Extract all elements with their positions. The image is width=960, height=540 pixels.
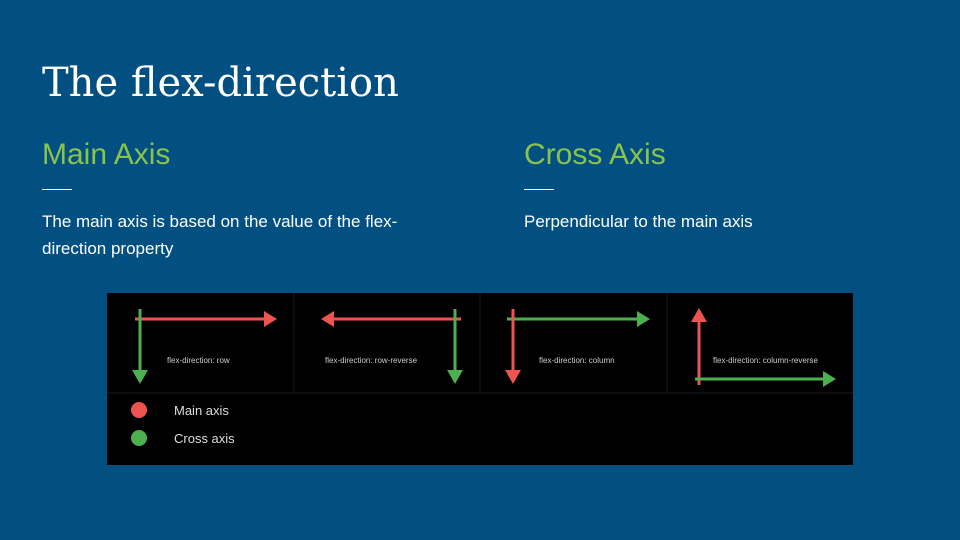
- main-axis-section: Main Axis The main axis is based on the …: [42, 136, 442, 262]
- main-axis-arrowhead: [321, 311, 334, 327]
- main-axis-description: The main axis is based on the value of t…: [42, 212, 398, 258]
- cross-axis-section: Cross Axis Perpendicular to the main axi…: [524, 136, 924, 235]
- flex-direction-diagram-svg: flex-direction: row flex-direction: row-…: [107, 293, 853, 446]
- panel-label: flex-direction: column-reverse: [713, 356, 818, 365]
- cross-axis-arrowhead: [823, 371, 836, 387]
- cross-axis-heading: Cross Axis: [524, 138, 666, 171]
- panel-column: flex-direction: column: [505, 309, 650, 384]
- flex-direction-diagram: flex-direction: row flex-direction: row-…: [107, 293, 853, 465]
- legend-swatch-main-axis: [131, 402, 147, 418]
- legend-label-main-axis: Main axis: [174, 403, 229, 418]
- panel-column-reverse: flex-direction: column-reverse: [691, 308, 836, 387]
- cross-axis-arrowhead: [637, 311, 650, 327]
- cross-axis-arrowhead: [447, 370, 463, 384]
- panel-row-reverse: flex-direction: row-reverse: [321, 309, 463, 384]
- cross-axis-arrowhead: [132, 370, 148, 384]
- main-axis-arrowhead: [691, 308, 707, 322]
- main-axis-divider: [42, 189, 72, 190]
- slide-title: The flex-direction: [42, 60, 399, 106]
- legend-swatch-cross-axis: [131, 430, 147, 446]
- main-axis-arrowhead: [505, 370, 521, 384]
- cross-axis-divider: [524, 189, 554, 190]
- legend: Main axis Cross axis: [131, 402, 235, 446]
- main-axis-heading: Main Axis: [42, 138, 171, 171]
- legend-label-cross-axis: Cross axis: [174, 431, 235, 446]
- panel-label: flex-direction: column: [539, 356, 615, 365]
- panel-label: flex-direction: row: [167, 356, 230, 365]
- panel-row: flex-direction: row: [132, 309, 277, 384]
- cross-axis-description: Perpendicular to the main axis: [524, 212, 753, 231]
- main-axis-arrowhead: [264, 311, 277, 327]
- panel-label: flex-direction: row-reverse: [325, 356, 418, 365]
